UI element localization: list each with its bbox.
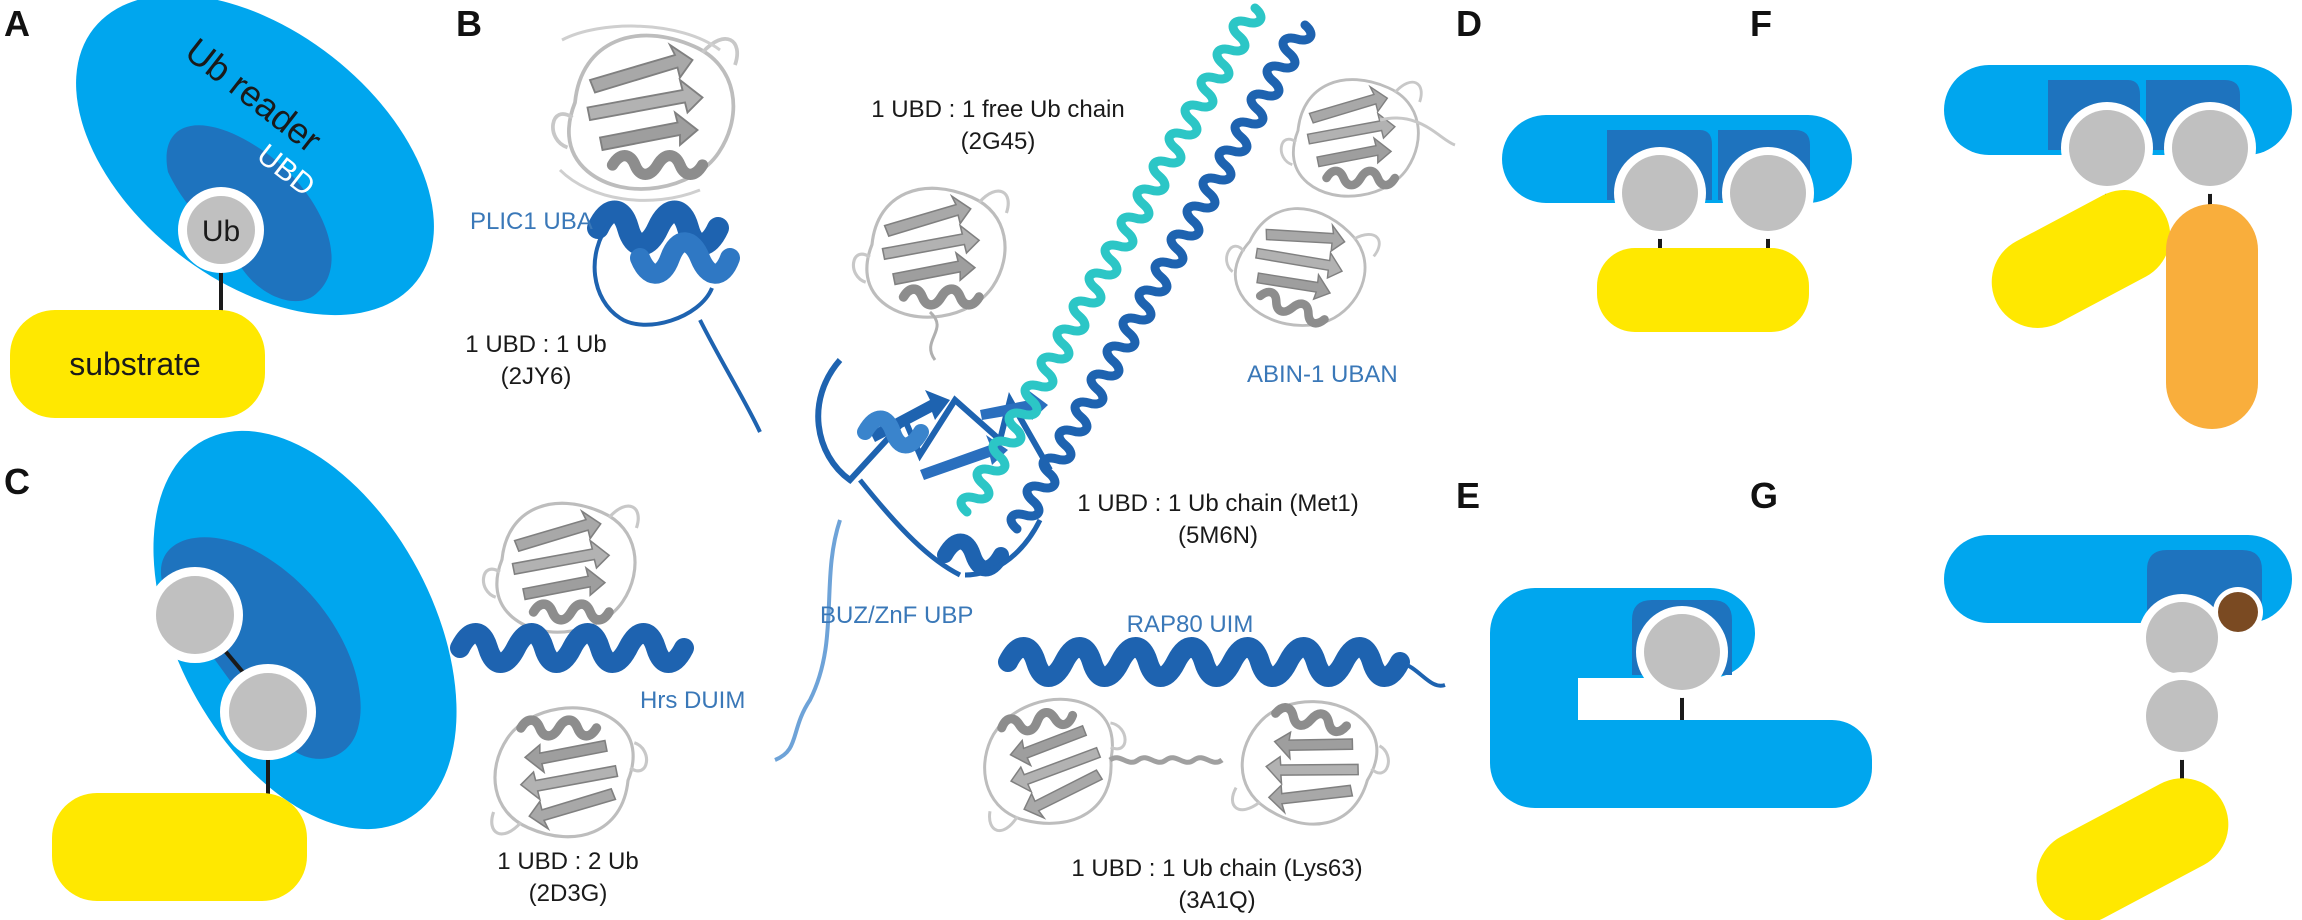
panel-a: A Ub reader UBD Ub substrate [4, 0, 434, 418]
panel-e: E [1456, 475, 1872, 808]
panel-c: C [4, 430, 457, 901]
panel-e-label: E [1456, 475, 1480, 516]
ub-circle [1622, 155, 1698, 231]
ub-structure [492, 708, 647, 837]
uim-helix [998, 637, 1410, 687]
substrate-label: substrate [69, 346, 201, 382]
abin1-stoichiometry: 1 UBD : 1 Ub chain (Met1) [1077, 490, 1358, 517]
uban-helix-cyan [956, 3, 1266, 517]
second-substrate-shape [2166, 204, 2258, 429]
buz-znf-ubp-label: BUZ/ZnF UBP [820, 602, 973, 629]
ubp-strand [920, 435, 1008, 480]
hrs-duim-label: Hrs DUIM [640, 687, 745, 714]
ub-circle [2172, 110, 2248, 186]
panel-f: F [1750, 3, 2292, 429]
structure-hrs-duim: Hrs DUIM 1 UBD : 2 Ub (2D3G) [450, 503, 745, 907]
substrate-shape [2036, 778, 2229, 920]
panel-c-label: C [4, 461, 30, 502]
ub-circle [229, 673, 307, 751]
rap80-uim-label: RAP80 UIM [1127, 611, 1254, 638]
ubp-loop [815, 358, 1053, 484]
abin1-pdb: (5M6N) [1178, 522, 1258, 549]
ub-reader-shape [1490, 588, 1872, 808]
hrs-stoichiometry: 1 UBD : 2 Ub [497, 848, 638, 875]
structure-abin1-uban: ABIN-1 UBAN 1 UBD : 1 Ub chain (Met1) (5… [956, 3, 1456, 549]
hrs-pdb: (2D3G) [529, 880, 608, 907]
ub-structure [1230, 690, 1396, 836]
ub-structure [1211, 188, 1382, 345]
duim-helix [450, 623, 694, 673]
uban-helix-blue [1006, 20, 1316, 534]
panel-b-label: B [456, 3, 482, 44]
panel-g: G [1750, 475, 2292, 920]
panel-g-label: G [1750, 475, 1778, 516]
plic1-stoichiometry: 1 UBD : 1 Ub [465, 331, 606, 358]
panel-d: D [1456, 3, 1852, 332]
ub-circle [1730, 155, 1806, 231]
ubp-helix [937, 533, 1009, 577]
buz-pdb: (2G45) [961, 128, 1036, 155]
rap80-pdb: (3A1Q) [1178, 887, 1255, 914]
plic1-pdb: (2JY6) [501, 363, 572, 390]
ub-structure [853, 188, 1008, 317]
uba-loop [592, 220, 762, 433]
ub-circle [2146, 602, 2218, 674]
panel-d-label: D [1456, 3, 1482, 44]
substrate-shape [1991, 189, 2171, 329]
ubp-helix [857, 410, 929, 454]
abin1-uban-label: ABIN-1 UBAN [1247, 361, 1398, 388]
substrate-shape [1597, 248, 1809, 332]
k63-linkage [1108, 755, 1224, 765]
ub-circle [1644, 614, 1720, 690]
panel-a-label: A [4, 3, 30, 44]
structure-rap80-uim: RAP80 UIM 1 UBD : 1 Ub chain (Lys63) (3A… [971, 611, 1446, 914]
ub-circle [2069, 110, 2145, 186]
substrate-shape [10, 310, 265, 418]
panel-b: B PLIC1 UBA 1 UBD : 1 Ub (2JY6) 1 UBD : … [450, 3, 1456, 914]
structure-buz-znf-ubp: 1 UBD : 1 free Ub chain (2G45) BUZ/ZnF U… [774, 96, 1125, 762]
ub-circle [187, 196, 255, 264]
ub-circle [156, 576, 234, 654]
panel-f-label: F [1750, 3, 1772, 44]
plic1-uba-label: PLIC1 UBA [470, 208, 593, 235]
ub-structure [483, 503, 638, 632]
rap80-stoichiometry: 1 UBD : 1 Ub chain (Lys63) [1071, 855, 1362, 882]
ub-structure [971, 688, 1137, 834]
ub-structure [1281, 80, 1421, 197]
buz-stoichiometry: 1 UBD : 1 free Ub chain [871, 96, 1124, 123]
ub-circle [2146, 680, 2218, 752]
ubp-tail [774, 519, 842, 762]
uba-helix [630, 232, 740, 284]
structure-plic1-uba: PLIC1 UBA 1 UBD : 1 Ub (2JY6) [465, 24, 762, 433]
substrate-shape [52, 793, 307, 901]
modification-circle [2218, 592, 2258, 632]
ub-structure [553, 36, 737, 189]
ub-label: Ub [202, 215, 240, 248]
